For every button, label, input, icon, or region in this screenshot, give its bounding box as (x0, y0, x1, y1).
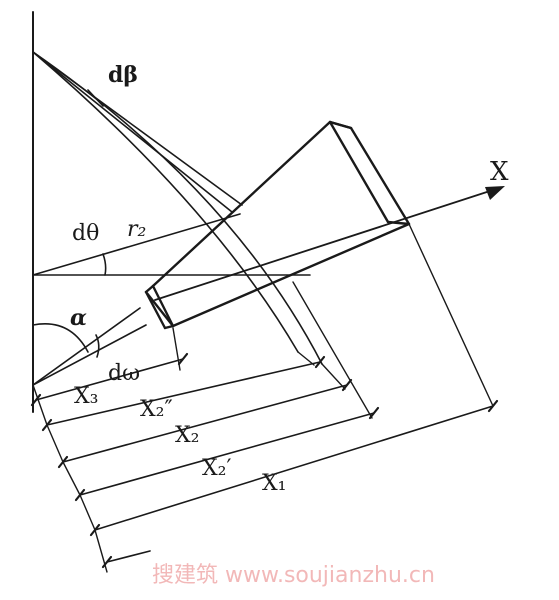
dim-stem-1 (32, 384, 48, 426)
label-x2: X₂ (175, 423, 199, 448)
label-r2: r₂ (127, 217, 146, 242)
dim-stem-4 (79, 494, 96, 531)
label-alpha: α (70, 305, 87, 331)
label-x1: X₁ (262, 471, 286, 496)
radius-r2-line (32, 213, 241, 276)
arc-inner (32, 51, 299, 353)
x-axis-arrowhead (485, 186, 505, 200)
label-axis-x: X (490, 157, 509, 187)
lower-ray-2 (32, 324, 147, 386)
domega-arc (95, 334, 100, 358)
dtheta-arc (102, 253, 107, 276)
top-ray-1 (32, 51, 233, 213)
label-d-theta: dθ (72, 221, 99, 246)
x-axis-line (154, 189, 494, 301)
arc-outer (32, 51, 323, 365)
ext-x2dp (297, 351, 315, 366)
label-x3: X₃ (74, 384, 98, 409)
dim-line-x3 (35, 358, 184, 401)
alpha-arc (32, 323, 89, 353)
wedge-prism (144, 120, 411, 330)
dim-line-x2dp (46, 361, 321, 426)
dim-line-x2 (62, 384, 348, 463)
dim-stem-2 (46, 424, 64, 463)
dim-stem-3 (62, 461, 81, 496)
ext-x2p (292, 281, 373, 419)
dimension-ticks (30, 352, 499, 569)
label-d-omega: dω (108, 361, 140, 386)
dim-line-x1 (94, 405, 494, 531)
dbeta-mark (87, 89, 104, 107)
label-d-beta: dβ (108, 62, 138, 88)
watermark: 搜建筑 www.soujianzhu.cn (152, 563, 435, 588)
label-x2-prime: X₂′ (202, 456, 231, 481)
ext-x1 (408, 223, 494, 407)
ext-x2 (321, 363, 346, 390)
dim-line-bottom (106, 550, 151, 563)
dim-line-x2p (79, 412, 375, 496)
lower-ray-1 (32, 307, 141, 386)
label-x2-double-prime: X₂″ (140, 397, 173, 422)
